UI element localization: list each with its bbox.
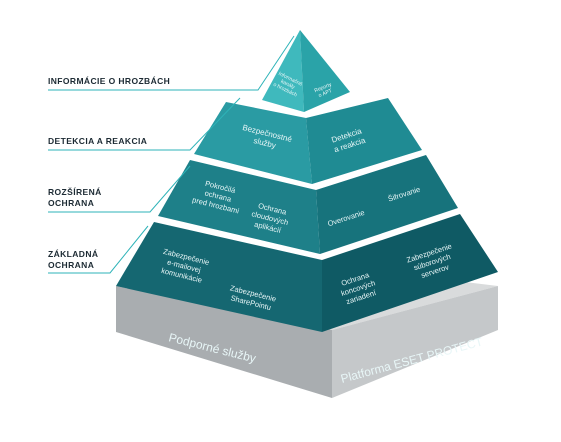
tier-basic-protection bbox=[116, 214, 498, 332]
label-email-security: Zabezpečeniee-mailovejkomunikácie bbox=[158, 247, 210, 286]
leader-line-detection bbox=[48, 97, 241, 151]
top-left-face bbox=[262, 30, 304, 112]
leader-line-basic bbox=[48, 225, 149, 274]
side-label-threat-info: INFORMÁCIE O HROZBÁCH bbox=[48, 76, 171, 86]
side-label-detection: DETEKCIA A REAKCIA bbox=[48, 136, 148, 146]
tier4-right-face bbox=[322, 214, 498, 332]
tier3-right-face bbox=[316, 155, 458, 254]
leader-line-threat-info bbox=[48, 35, 295, 91]
side-label-basic-line1: ZÁKLADNÁ bbox=[48, 249, 99, 259]
tier-extended-protection bbox=[158, 155, 458, 254]
side-label-extended-line2: OCHRANA bbox=[48, 198, 95, 208]
tier-detection-response bbox=[194, 98, 422, 184]
tier-threat-intelligence bbox=[262, 30, 350, 112]
label-apt-reports-line: o APT bbox=[318, 88, 334, 99]
side-label-basic-line2: OCHRANA bbox=[48, 260, 95, 270]
leader-line-extended bbox=[48, 165, 191, 213]
base-right-face bbox=[332, 286, 498, 398]
tier3-left-face bbox=[158, 160, 320, 254]
side-label-extended: ROZŠÍRENÁ OCHRANA bbox=[48, 187, 102, 209]
side-label-basic: ZÁKLADNÁ OCHRANA bbox=[48, 249, 98, 271]
side-label-extended-line1: ROZŠÍRENÁ bbox=[48, 187, 102, 197]
tier2-left-face bbox=[194, 102, 312, 184]
top-right-face bbox=[300, 30, 350, 112]
tier2-right-face bbox=[306, 98, 422, 184]
base-left-face bbox=[116, 286, 332, 398]
tier4-left-face bbox=[116, 222, 322, 332]
leader-lines bbox=[48, 35, 295, 274]
